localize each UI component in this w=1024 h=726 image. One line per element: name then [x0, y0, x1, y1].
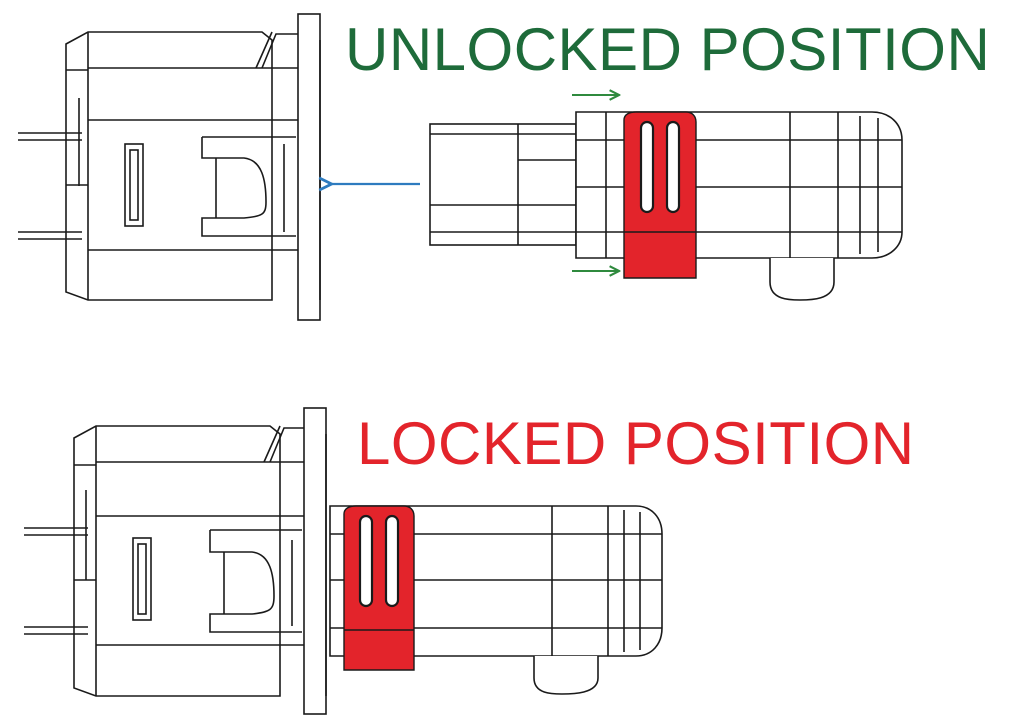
latch-unlocked	[623, 111, 697, 279]
latch-locked	[343, 505, 415, 671]
motion-arrows-unlocked	[330, 95, 618, 271]
socket-locked	[24, 407, 327, 715]
socket-unlocked	[18, 13, 321, 321]
locked-position-label: LOCKED POSITION	[357, 410, 915, 477]
unlocked-position-label: UNLOCKED POSITION	[345, 16, 991, 83]
